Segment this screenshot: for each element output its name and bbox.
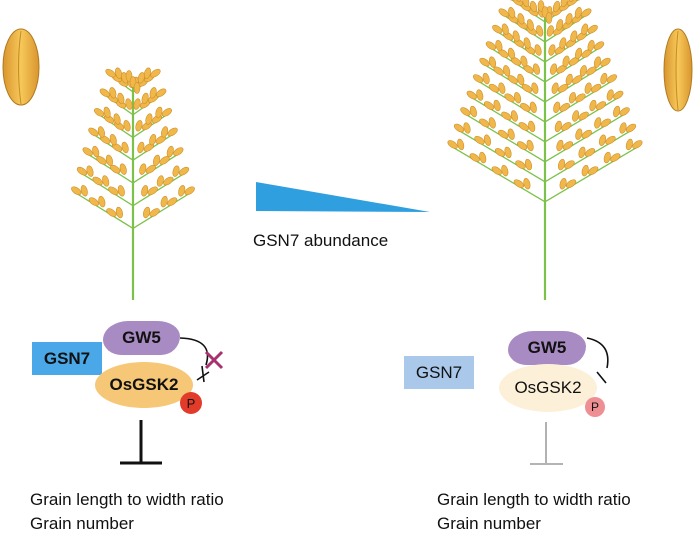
right-phospho-label: P (590, 400, 599, 414)
block-x-icon (204, 350, 224, 370)
right-gsn7-label: GSN7 (415, 362, 463, 382)
left-phospho-badge: P (180, 392, 202, 414)
right-osgsk2-label: OsGSK2 (514, 378, 582, 397)
left-gsn7-label: GSN7 (43, 348, 91, 368)
left-osgsk2-shape: OsGSK2 (95, 362, 193, 408)
rice-grain-icon-left (2, 28, 40, 106)
right-osgsk2-shape: OsGSK2 (499, 364, 597, 412)
left-osgsk2-label: OsGSK2 (109, 375, 179, 394)
right-gw5-shape: GW5 (508, 331, 586, 365)
left-gsn7-box: GSN7 (32, 342, 102, 375)
left-gw5-shape: GW5 (103, 321, 180, 355)
left-phospho-label: P (186, 395, 196, 411)
rice-panicle-icon-right (447, 0, 643, 300)
abundance-wedge-icon (256, 182, 430, 212)
right-inhibition-arrows (530, 337, 609, 465)
left-inhibition-arrows (120, 337, 224, 465)
right-phospho-badge: P (585, 397, 605, 417)
right-gsn7-box: GSN7 (404, 356, 474, 389)
left-gw5-label: GW5 (122, 328, 161, 347)
right-outcome-1: Grain length to width ratio (437, 490, 631, 509)
left-outcome-2: Grain number (30, 514, 134, 533)
left-outcome-1: Grain length to width ratio (30, 490, 224, 509)
rice-grain-icon-right (663, 28, 693, 112)
rice-panicle-icon-left (71, 67, 195, 300)
abundance-label: GSN7 abundance (253, 231, 389, 250)
right-gw5-label: GW5 (527, 338, 567, 357)
right-outcome-2: Grain number (437, 514, 541, 533)
